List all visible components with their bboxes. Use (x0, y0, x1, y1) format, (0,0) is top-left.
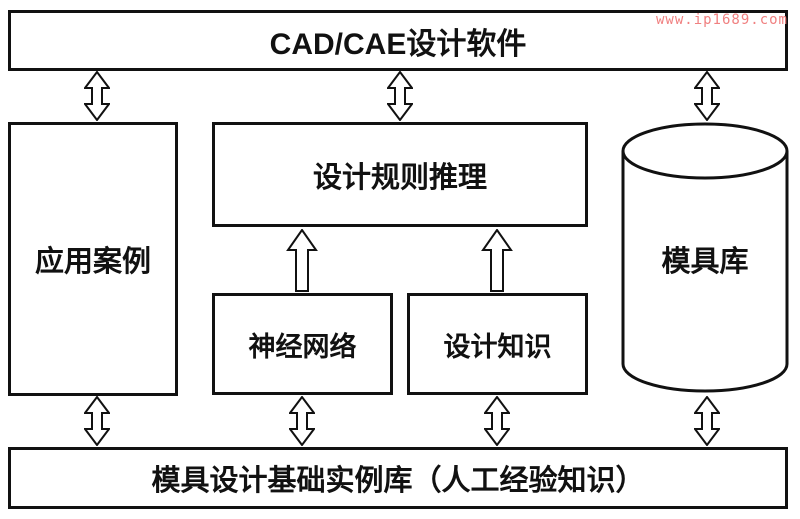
cad-cae-software-label: CAD/CAE设计软件 (269, 27, 527, 61)
bidirectional-arrow-bottom-right (694, 396, 720, 446)
neural-network-box: 神经网络 (212, 293, 393, 395)
bidirectional-arrow-bottom-knowledge (484, 396, 510, 446)
mold-library-label: 模具库 (661, 246, 749, 278)
design-rule-reasoning-label: 设计规则推理 (312, 161, 487, 194)
bidirectional-arrow-top-right (694, 71, 720, 121)
mold-library-cylinder: 模具库 (620, 120, 790, 395)
bidirectional-arrow-bottom-left (84, 396, 110, 446)
watermark-text: www.ip1689.com (655, 12, 788, 28)
case-library-box: 模具设计基础实例库（人工经验知识） (8, 447, 788, 509)
design-rule-reasoning-box: 设计规则推理 (212, 122, 588, 227)
application-cases-box: 应用案例 (8, 122, 178, 396)
cylinder-shape-icon (621, 122, 789, 393)
application-cases-label: 应用案例 (34, 246, 151, 278)
up-arrow-neural-to-reasoning (286, 229, 318, 292)
bidirectional-arrow-top-left (84, 71, 110, 121)
case-library-label: 模具设计基础实例库（人工经验知识） (151, 465, 645, 497)
bidirectional-arrow-bottom-neural (289, 396, 315, 446)
up-arrow-knowledge-to-reasoning (481, 229, 513, 292)
design-knowledge-label: 设计知识 (443, 331, 552, 362)
cad-cae-software-box: CAD/CAE设计软件 (8, 10, 788, 71)
bidirectional-arrow-top-center (387, 71, 413, 121)
neural-network-label: 神经网络 (248, 331, 357, 362)
design-knowledge-box: 设计知识 (407, 293, 588, 395)
